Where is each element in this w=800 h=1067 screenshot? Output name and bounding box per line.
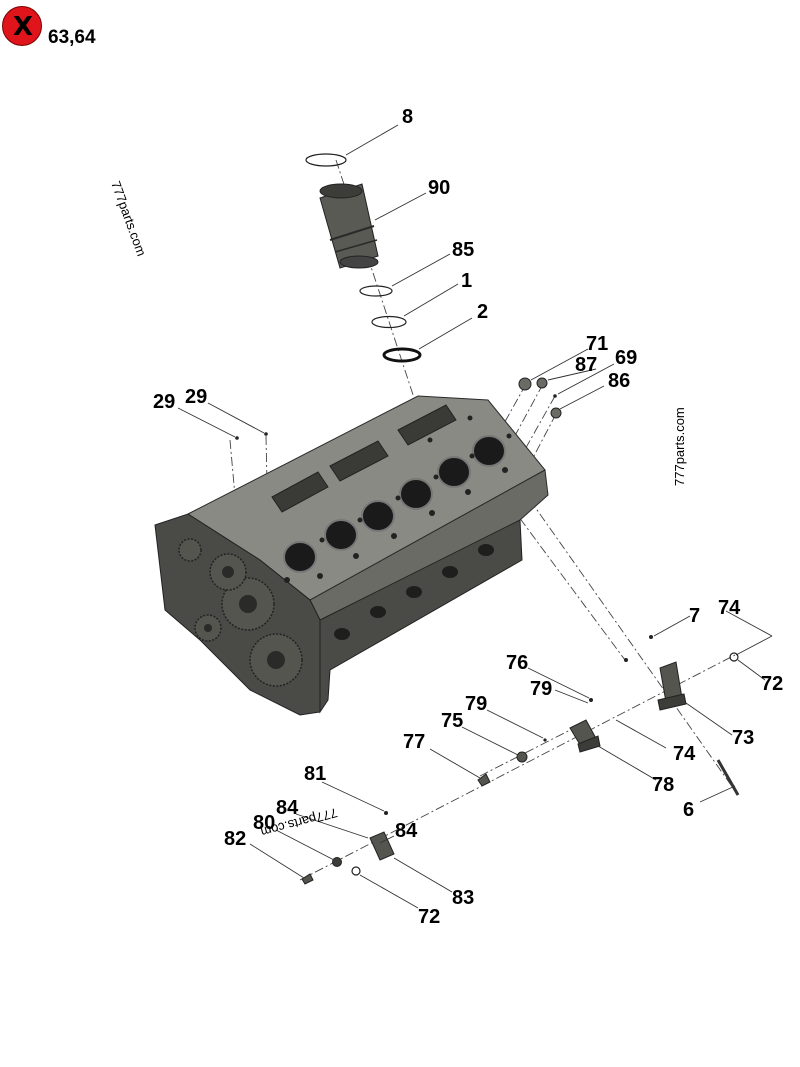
bolt-6[interactable] [716, 759, 740, 796]
callout-81[interactable]: 81 [304, 763, 326, 785]
watermark-right: 777parts.com [672, 407, 687, 486]
callout-7[interactable]: 7 [689, 605, 700, 627]
pin-29-left[interactable] [235, 436, 239, 440]
callout-6[interactable]: 6 [683, 799, 694, 821]
seal-ring-2[interactable] [382, 347, 422, 363]
plug-71[interactable] [518, 377, 532, 391]
callout-73[interactable]: 73 [732, 727, 754, 749]
callout-8[interactable]: 8 [402, 106, 413, 128]
watermark-bottom: 777parts.com [259, 805, 339, 840]
callout-77[interactable]: 77 [403, 731, 425, 753]
pin-77[interactable] [477, 773, 491, 787]
pin-29-right[interactable] [264, 432, 268, 436]
bracket-83[interactable] [369, 831, 395, 861]
callout-87[interactable]: 87 [575, 354, 597, 376]
pin-7[interactable] [649, 635, 653, 639]
plug-87[interactable] [536, 377, 548, 389]
callout-74-lower[interactable]: 74 [673, 743, 696, 765]
bushing-75[interactable] [516, 751, 528, 763]
callout-86[interactable]: 86 [608, 370, 630, 392]
callout-79-right[interactable]: 79 [530, 678, 552, 700]
plug-86[interactable] [550, 407, 562, 419]
engine-block[interactable] [154, 395, 549, 716]
callout-85[interactable]: 85 [452, 239, 474, 261]
cylinder-bores [283, 435, 506, 573]
callout-29-left[interactable]: 29 [153, 391, 175, 413]
callout-76[interactable]: 76 [506, 652, 528, 674]
callout-80[interactable]: 80 [253, 812, 275, 834]
callout-78[interactable]: 78 [652, 774, 674, 796]
callout-29-right[interactable]: 29 [185, 386, 207, 408]
lower-right-parts [477, 635, 740, 796]
seal-ring-1[interactable] [371, 315, 407, 329]
callout-79-left[interactable]: 79 [465, 693, 487, 715]
leader-lines [177, 124, 773, 909]
bushing-80[interactable] [332, 857, 342, 867]
pin-76[interactable] [589, 698, 593, 702]
callout-69[interactable]: 69 [615, 347, 637, 369]
callout-84-right[interactable]: 84 [395, 820, 418, 842]
callout-75[interactable]: 75 [441, 710, 463, 732]
plug-69[interactable] [553, 394, 557, 398]
callout-82[interactable]: 82 [224, 828, 246, 850]
callout-1[interactable]: 1 [461, 270, 472, 292]
cylinder-liner-stack [305, 153, 422, 363]
callout-90[interactable]: 90 [428, 177, 450, 199]
o-ring-72-upper[interactable] [729, 652, 739, 662]
bracket-78[interactable] [569, 719, 601, 753]
pin-82[interactable] [301, 873, 314, 885]
timing-gears [178, 538, 303, 687]
badge-reference-text: 63,64 [48, 27, 96, 48]
callout-72-upper[interactable]: 72 [761, 673, 783, 695]
callout-72-lower[interactable]: 72 [418, 906, 440, 928]
lower-left-parts [301, 811, 395, 885]
callout-2[interactable]: 2 [477, 301, 488, 323]
callout-84-left[interactable]: 84 [276, 797, 299, 819]
close-x-icon[interactable]: X [2, 6, 42, 46]
watermark-top-left: 777parts.com [108, 179, 149, 258]
cylinder-liner-90[interactable] [319, 183, 379, 269]
bracket-73[interactable] [657, 661, 687, 711]
callout-74-upper[interactable]: 74 [718, 597, 741, 619]
plugs-group [235, 377, 562, 440]
reference-badge[interactable]: X 63,64 [2, 6, 96, 48]
pin-81[interactable] [384, 811, 388, 815]
callout-83[interactable]: 83 [452, 887, 474, 909]
badge-symbol: X [12, 12, 34, 42]
callout-labels: 8 90 85 1 2 71 87 69 86 29 29 7 74 72 73… [153, 106, 783, 928]
seal-ring-85[interactable] [359, 285, 393, 297]
pin-79[interactable] [543, 738, 547, 742]
callout-71[interactable]: 71 [586, 333, 608, 355]
o-ring-72-lower[interactable] [351, 866, 361, 876]
o-ring-8[interactable] [305, 153, 347, 167]
